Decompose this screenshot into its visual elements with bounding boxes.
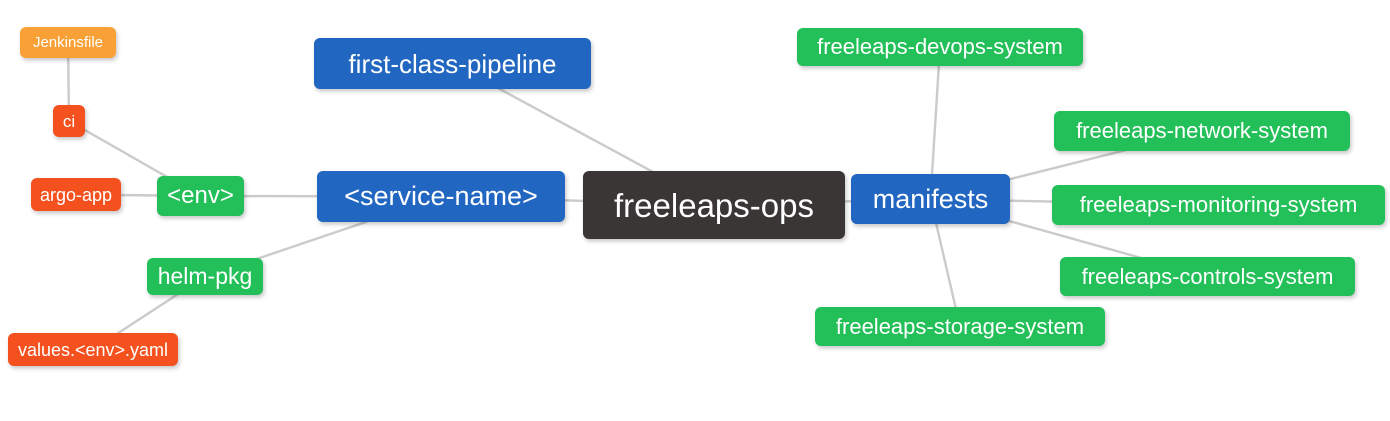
node-freeleaps-monitoring-system[interactable]: freeleaps-monitoring-system bbox=[1052, 185, 1385, 225]
node-freeleaps-storage-system[interactable]: freeleaps-storage-system bbox=[815, 307, 1105, 346]
node-values-env-yaml[interactable]: values.<env>.yaml bbox=[8, 333, 178, 366]
node-freeleaps-network-system[interactable]: freeleaps-network-system bbox=[1054, 111, 1350, 151]
node-ci[interactable]: ci bbox=[53, 105, 85, 137]
node-service-name[interactable]: <service-name> bbox=[317, 171, 565, 222]
node-argo-app[interactable]: argo-app bbox=[31, 178, 121, 211]
edge-manifests-devops bbox=[929, 45, 942, 201]
node-first-class-pipeline[interactable]: first-class-pipeline bbox=[314, 38, 591, 89]
node-freeleaps-ops-root[interactable]: freeleaps-ops bbox=[583, 171, 845, 239]
node-freeleaps-devops-system[interactable]: freeleaps-devops-system bbox=[797, 28, 1083, 66]
node-env[interactable]: <env> bbox=[157, 176, 244, 216]
node-jenkinsfile[interactable]: Jenkinsfile bbox=[20, 27, 116, 58]
node-manifests[interactable]: manifests bbox=[851, 174, 1010, 224]
node-helm-pkg[interactable]: helm-pkg bbox=[147, 258, 263, 295]
node-freeleaps-controls-system[interactable]: freeleaps-controls-system bbox=[1060, 257, 1355, 296]
